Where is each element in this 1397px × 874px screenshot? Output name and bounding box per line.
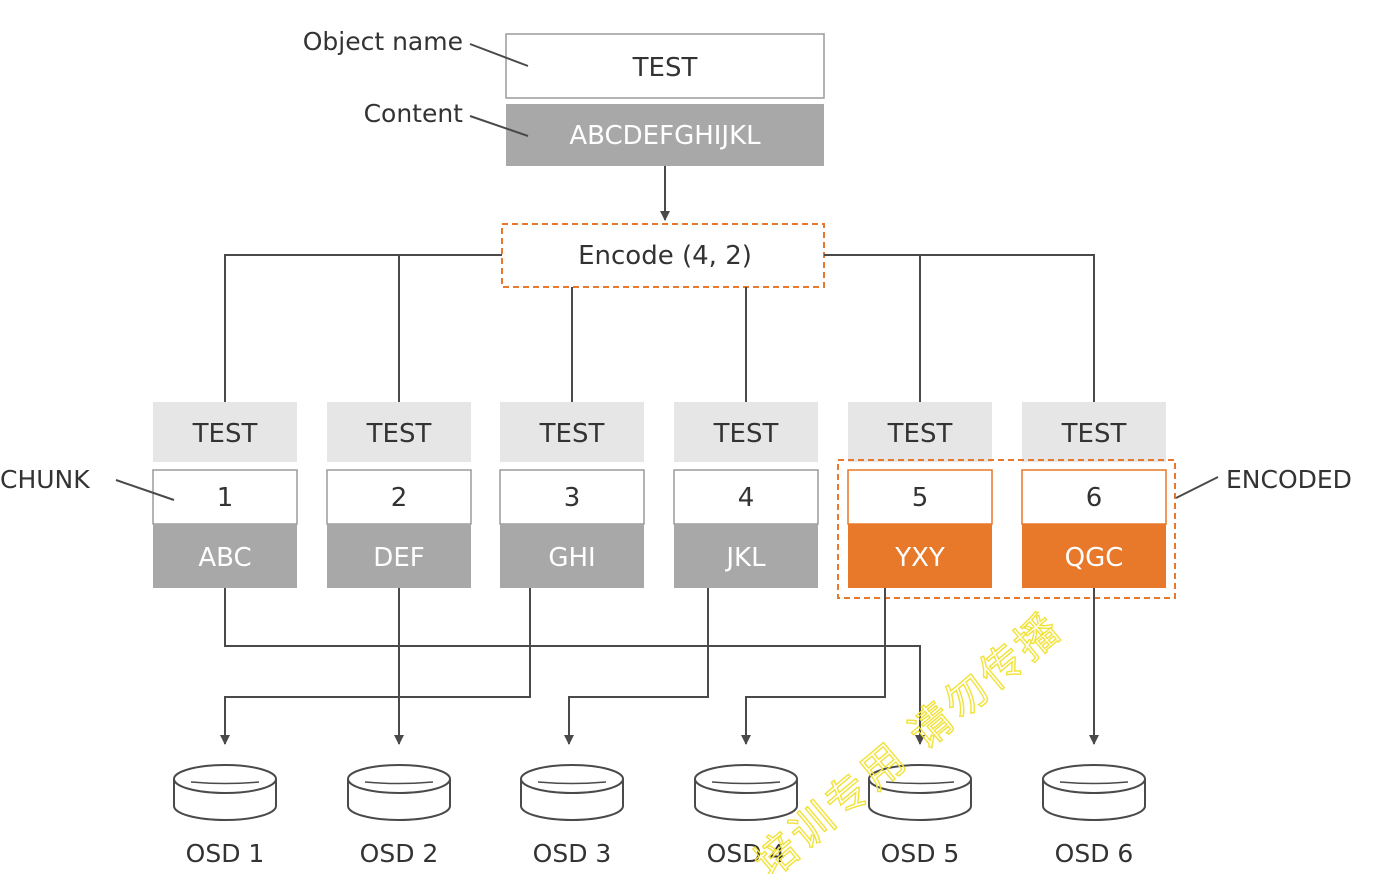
chunk-data-label: YXY (894, 543, 945, 573)
osd-disk-top (868, 764, 972, 794)
chunk-header-box (674, 402, 818, 462)
osd-disk-groove (1059, 781, 1129, 785)
osd-disk-groove (885, 781, 955, 785)
object-content-value: ABCDEFGHIJKL (569, 121, 761, 151)
chunk-header-box (848, 402, 992, 462)
chunk-data-label: GHI (548, 543, 595, 573)
chunk-id-label: 5 (912, 483, 929, 513)
encoded-annotation: ENCODED (1226, 465, 1352, 494)
watermark: 培训专用 请勿传播 (745, 602, 1072, 874)
object-content-box: ABCDEFGHIJKL (506, 104, 824, 166)
chunk-id-label: 3 (564, 483, 581, 513)
encoded-group-outline (837, 459, 1176, 599)
content-leader (469, 115, 529, 137)
route-chunk1-osd5 (224, 588, 925, 745)
chunk-header-box (327, 402, 471, 462)
chunk-data-label: ABC (198, 543, 251, 573)
chunk-data-box (1022, 524, 1166, 588)
chunk-header-box (1022, 402, 1166, 462)
chunk-header-label: TEST (192, 419, 258, 449)
chunk-data-box (674, 524, 818, 588)
osd-disk-groove (711, 781, 781, 785)
chunk-id-label: 6 (1086, 483, 1103, 513)
osd-disk-4: OSD 4 (694, 764, 798, 868)
object-name-leader (469, 43, 529, 67)
chunk-header-box (500, 402, 644, 462)
chunk-id-label: 2 (391, 483, 408, 513)
chunk-id-box (673, 469, 819, 525)
osd-disk-groove (190, 781, 260, 785)
osds: OSD 1 OSD 2 OSD 3 OSD 4 OSD 5 OSD 6 (173, 764, 1146, 868)
content-label: Content (364, 99, 464, 128)
encoded-annotation-leader (1175, 476, 1219, 499)
chunk-data-box (500, 524, 644, 588)
chunk-annotation: CHUNK (0, 465, 90, 494)
osd-label: OSD 5 (881, 839, 960, 868)
object-name-box: TEST (505, 33, 825, 99)
osd-disk-top (347, 764, 451, 794)
chunk-id-label: 1 (217, 483, 234, 513)
route-chunk5-osd4 (741, 588, 886, 745)
chunk-data-label: JKL (724, 543, 766, 573)
osd-label: OSD 4 (707, 839, 786, 868)
route-chunk4-osd3 (564, 588, 709, 745)
osd-disk-top (1042, 764, 1146, 794)
chunk-data-box (153, 524, 297, 588)
encode-box: Encode (4, 2) (501, 223, 825, 288)
osd-label: OSD 2 (360, 839, 439, 868)
chunk-header-label: TEST (887, 419, 953, 449)
osd-disk-groove (537, 781, 607, 785)
chunk-data-box (848, 524, 992, 588)
osd-disk-2: OSD 2 (347, 764, 451, 868)
route-chunk3-osd1 (220, 588, 531, 745)
chunk-annotation-leader (115, 479, 175, 501)
object-name-label: Object name (303, 27, 463, 56)
chunk-id-label: 4 (738, 483, 755, 513)
chunk-header-label: TEST (1061, 419, 1127, 449)
osd-disk-3: OSD 3 (520, 764, 624, 868)
chunk-header-box (153, 402, 297, 462)
chunk-data-label: DEF (373, 543, 424, 573)
osd-label: OSD 1 (186, 839, 265, 868)
encode-fanout-lines (224, 254, 1095, 402)
osd-disk-top (520, 764, 624, 794)
osd-label: OSD 6 (1055, 839, 1134, 868)
osd-disk-groove (364, 781, 434, 785)
chunk-id-box (152, 469, 298, 525)
osd-label: OSD 3 (533, 839, 612, 868)
chunk-header-label: TEST (713, 419, 779, 449)
osd-disk-5: OSD 5 (868, 764, 972, 868)
chunk-header-label: TEST (539, 419, 605, 449)
osd-disk-top (694, 764, 798, 794)
object-name-value: TEST (632, 53, 698, 83)
chunk-header-label: TEST (366, 419, 432, 449)
osd-disk-top (173, 764, 277, 794)
chunk-id-box (499, 469, 645, 525)
chunk-id-box (847, 469, 993, 525)
osd-disk-1: OSD 1 (173, 764, 277, 868)
chunk-data-label: QGC (1065, 543, 1124, 573)
chunk-id-box (1021, 469, 1167, 525)
osd-disk-6: OSD 6 (1042, 764, 1146, 868)
routing-lines (220, 588, 1099, 745)
encode-label: Encode (4, 2) (578, 241, 752, 271)
chunk-data-box (327, 524, 471, 588)
